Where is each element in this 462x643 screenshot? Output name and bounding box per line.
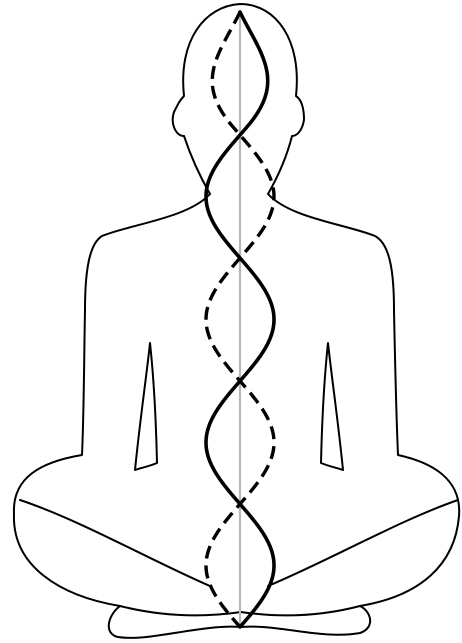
right-arm-line	[321, 343, 343, 470]
left-arm-line	[135, 343, 157, 470]
body-silhouette	[14, 4, 459, 638]
